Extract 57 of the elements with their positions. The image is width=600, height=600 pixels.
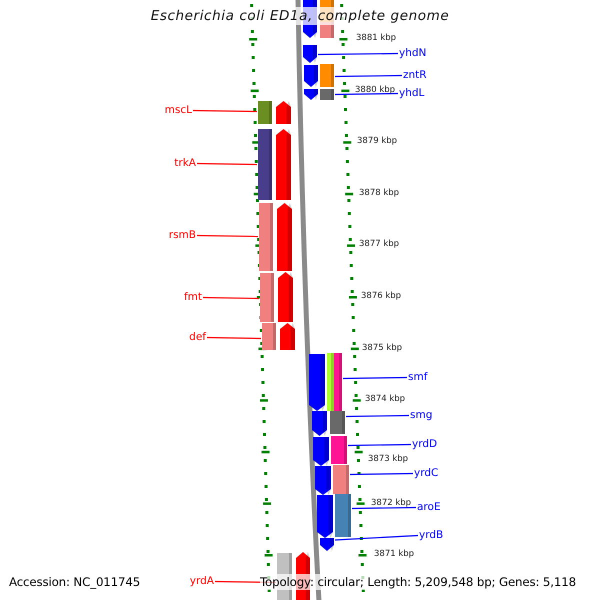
scale-label: 3873 kbp: [368, 454, 408, 465]
gene-label: yrdD: [412, 438, 438, 451]
scale-label: 3881 kbp: [356, 33, 396, 44]
gene-feature: [258, 101, 291, 124]
gene-feature: [262, 323, 295, 350]
gene-label: trkA: [174, 157, 196, 170]
gene-feature: [259, 203, 292, 271]
gene-feature: [315, 465, 349, 495]
gene-label: zntR: [403, 69, 427, 82]
leader-line: [334, 534, 418, 541]
gene-label: mscL: [164, 104, 192, 117]
scale-label: 3871 kbp: [374, 549, 414, 560]
leader-line: [318, 52, 398, 56]
gene-label: smf: [408, 371, 428, 384]
leader-line: [206, 336, 262, 340]
gene-label: yhdN: [399, 47, 426, 60]
scale-label: 3875 kbp: [362, 342, 402, 354]
gene-feature: [304, 64, 334, 87]
leader-line: [352, 506, 416, 510]
scale-label: 3879 kbp: [357, 136, 398, 148]
gene-label: yhdL: [399, 87, 424, 100]
gene-label: def: [189, 331, 206, 344]
gene-feature: [312, 411, 345, 436]
scale-label: 3877 kbp: [359, 239, 400, 250]
leader-line: [342, 376, 408, 380]
gene-label: yrdB: [419, 529, 444, 542]
gene-feature: [320, 538, 334, 551]
leader-line: [346, 414, 410, 418]
gene-feature: [260, 272, 293, 322]
leader-line: [196, 234, 258, 238]
scale-label: 3874 kbp: [365, 394, 406, 406]
leader-line: [196, 162, 258, 166]
gene-feature: [317, 494, 351, 538]
gene-label: yrdC: [414, 467, 438, 480]
leader-line: [350, 472, 414, 476]
scale-label: 3880 kbp: [355, 84, 396, 96]
leader-line: [202, 296, 260, 300]
gene-label: fmt: [184, 291, 202, 304]
diagram-title: Escherichia coli ED1a, complete genome: [148, 7, 452, 25]
leader-line: [192, 110, 258, 112]
leader-line: [348, 444, 412, 446]
gene-feature: [304, 89, 334, 100]
gene-label: smg: [410, 409, 432, 422]
scale-label: 3878 kbp: [359, 188, 400, 199]
scale-label: 3872 kbp: [371, 498, 412, 510]
accession-text: Accession: NC_011745: [9, 574, 140, 590]
scale-label: 3876 kbp: [361, 291, 402, 302]
gene-feature: [309, 353, 342, 411]
leader-line: [334, 92, 398, 96]
gene-label: yrdA: [190, 575, 214, 588]
gene-feature: [313, 436, 347, 466]
gene-feature: [258, 129, 291, 200]
genome-summary-text: Topology: circular; Length: 5,209,548 bp; Genes: 5,118: [260, 574, 576, 590]
gene-label: aroE: [417, 501, 441, 514]
leader-line: [335, 74, 402, 78]
gene-label: rsmB: [168, 229, 196, 242]
gene-feature: [303, 45, 317, 63]
